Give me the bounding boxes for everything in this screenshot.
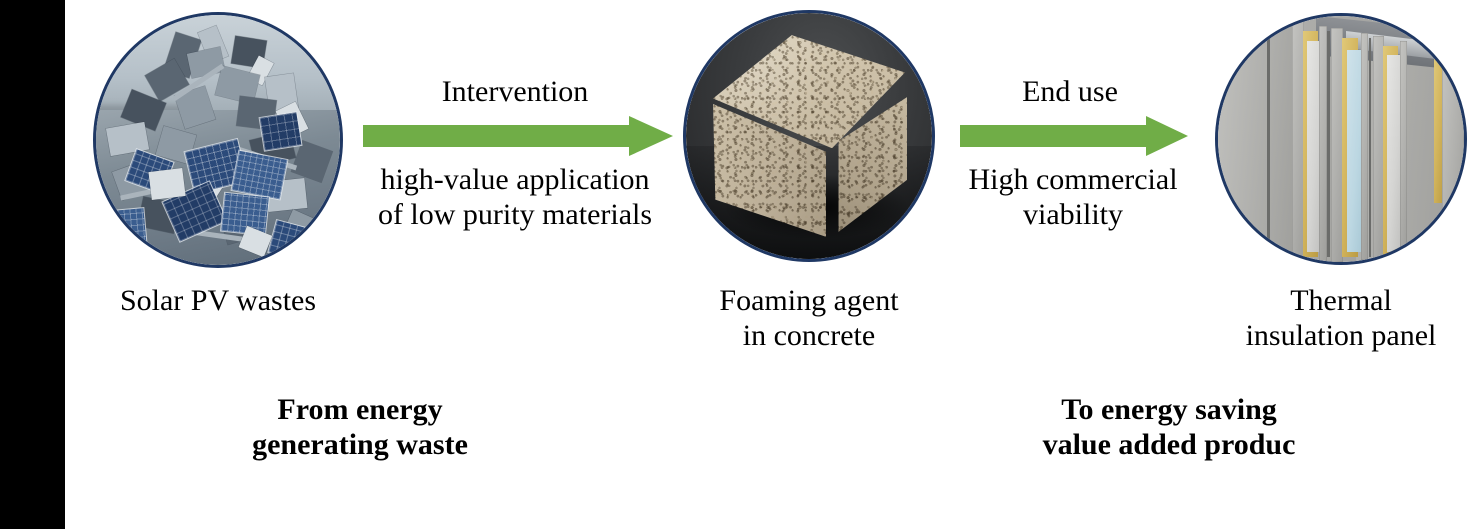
- arrow-end-use-label-below: High commercial viability: [968, 163, 1178, 232]
- arrow-intervention-label-below: high-value application of low purity mat…: [377, 163, 653, 232]
- solar-pv-waste-pile-photo: [96, 15, 340, 265]
- caption-solar-pv-wastes: Solar PV wastes: [119, 284, 317, 317]
- arrow-intervention: [363, 116, 673, 156]
- foamed-concrete-cube-photo: [686, 13, 932, 259]
- left-black-band: [0, 0, 65, 529]
- arrow-end-use: [960, 116, 1188, 156]
- summary-from-label: From energy generating waste: [252, 393, 468, 462]
- solar-pv-waste-disc: [93, 12, 343, 268]
- thermal-insulation-disc: [1215, 13, 1467, 265]
- foaming-agent-disc: [683, 10, 935, 262]
- summary-to-label: To energy saving value added produc: [1042, 393, 1296, 462]
- arrow-intervention-label-above: Intervention: [441, 75, 589, 108]
- caption-thermal-insulation-panel: Thermal insulation panel: [1245, 284, 1437, 353]
- caption-foaming-agent-in-concrete: Foaming agent in concrete: [719, 284, 899, 353]
- insulation-panel-stack-photo: [1218, 16, 1464, 262]
- arrow-end-use-label-above: End use: [1022, 75, 1118, 108]
